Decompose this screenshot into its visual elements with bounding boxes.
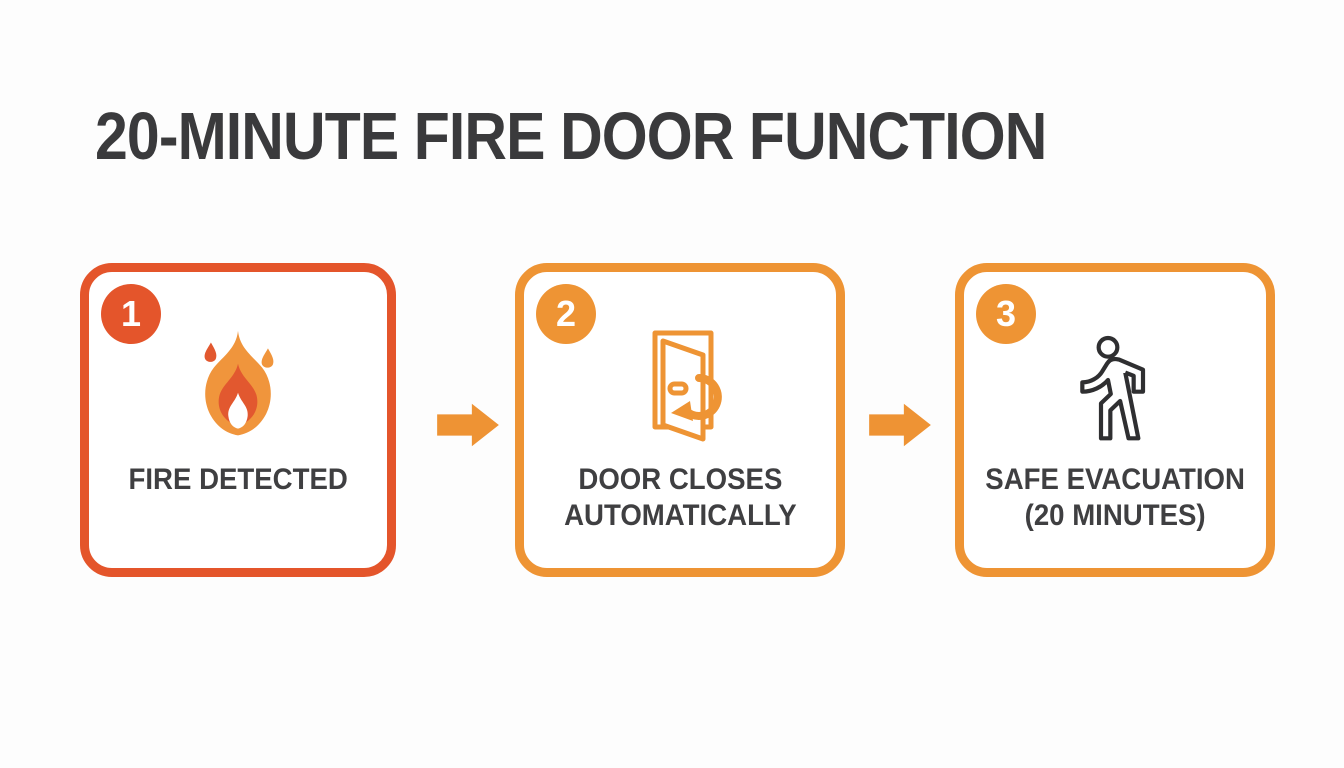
step-label: SAFE EVACUATION (20 MINUTES) [985, 462, 1245, 534]
walking-person-icon [1080, 335, 1146, 441]
step-icon-box [1059, 322, 1171, 452]
page-title: 20-MINUTE FIRE DOOR FUNCTION [95, 99, 1047, 174]
door-close-arrowhead [671, 401, 693, 421]
step-card-fire-detected: 1 FIRE DETECTED [80, 263, 396, 577]
person-icon-strokes [1080, 335, 1146, 441]
right-arrow-shape [437, 403, 499, 447]
step-label-line2: (20 MINUTES) [1024, 499, 1206, 532]
step-label: DOOR CLOSES AUTOMATICALLY [564, 462, 797, 534]
step-number: 3 [995, 293, 1017, 334]
step-card-door-closes: 2 DOOR CLOSES AUTOMATICALLY [515, 263, 845, 577]
right-arrow-icon [869, 403, 931, 447]
right-arrow-icon [437, 403, 499, 447]
step-label: FIRE DETECTED [128, 462, 347, 498]
step-icon-box [625, 322, 735, 452]
step-card-safe-evacuation: 3 SAFE EVACUATION (20 MINUTES) [955, 263, 1275, 577]
person-head-shape [1096, 335, 1120, 359]
step-number: 1 [120, 293, 142, 334]
step-label-line1: FIRE DETECTED [128, 463, 348, 496]
step-number-badge: 1 [101, 284, 161, 344]
flame-spark-left [204, 342, 217, 362]
step-number: 2 [555, 293, 577, 334]
step-label-line1: DOOR CLOSES [578, 463, 782, 496]
door-handle-shape [667, 381, 689, 396]
person-body-shape [1080, 356, 1146, 441]
step-number-badge: 2 [536, 284, 596, 344]
step-label-line1: SAFE EVACUATION [985, 463, 1245, 496]
step-label-line2: AUTOMATICALLY [563, 499, 797, 532]
door-closing-icon [652, 330, 722, 442]
door-icon-strokes [652, 330, 722, 442]
flame-core-shape [228, 392, 248, 429]
step-number-badge: 3 [976, 284, 1036, 344]
right-arrow-shape [869, 403, 931, 447]
door-close-arc [681, 374, 722, 420]
flame-spark-right [261, 348, 274, 368]
step-icon-box [184, 322, 292, 452]
flame-icon [204, 330, 274, 436]
